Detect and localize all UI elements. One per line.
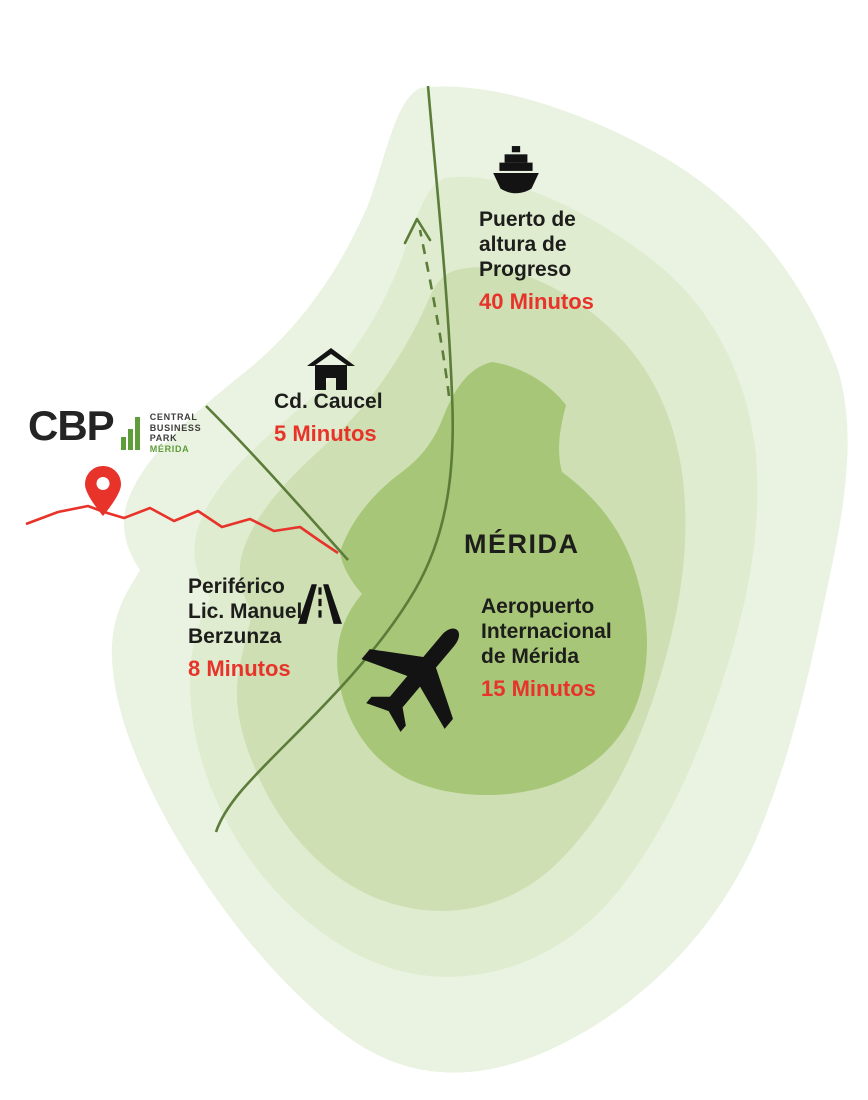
dashed-route-arrowhead (403, 217, 432, 245)
dashed-route-arrow (418, 229, 451, 397)
destination-time: 8 Minutos (188, 656, 291, 681)
logo-word-business: BUSINESS (149, 422, 202, 433)
location-pin-icon (85, 466, 121, 516)
destination-progreso: Puerto de altura de Progreso 40 Minutos (479, 207, 669, 314)
destination-time: 40 Minutos (479, 289, 594, 314)
destination-aeropuerto: Aeropuerto Internacional de Mérida 15 Mi… (481, 594, 681, 701)
house-icon (306, 348, 356, 395)
highway-icon (296, 582, 344, 629)
destination-name: Puerto de altura de Progreso (479, 208, 576, 281)
logo-bars-icon (120, 417, 140, 450)
cbp-logo: CBP CENTRAL BUSINESS PARK MÉRIDA (28, 404, 201, 454)
cbp-logo-abbr: CBP (28, 402, 115, 449)
main-road-line (214, 85, 455, 833)
logo-word-merida: MÉRIDA (149, 443, 190, 454)
plane-icon (336, 592, 502, 758)
cbp-logo-words: CENTRAL BUSINESS PARK MÉRIDA (150, 412, 202, 454)
logo-word-park: PARK (149, 433, 178, 443)
destination-caucel: Cd. Caucel 5 Minutos (274, 389, 464, 446)
logo-word-central: CENTRAL (149, 412, 198, 422)
destination-name: Cd. Caucel (274, 390, 383, 413)
secondary-road-line (205, 405, 349, 561)
destination-time: 15 Minutos (481, 676, 596, 701)
ship-icon (488, 146, 544, 205)
destination-name: Aeropuerto Internacional de Mérida (481, 595, 612, 668)
red-road-line (25, 504, 339, 555)
destination-name: Periférico Lic. Manuel Berzunza (188, 575, 303, 648)
destination-periferico: Periférico Lic. Manuel Berzunza 8 Minuto… (188, 574, 378, 681)
destination-time: 5 Minutos (274, 421, 377, 446)
city-label-merida: MÉRIDA (464, 529, 580, 559)
